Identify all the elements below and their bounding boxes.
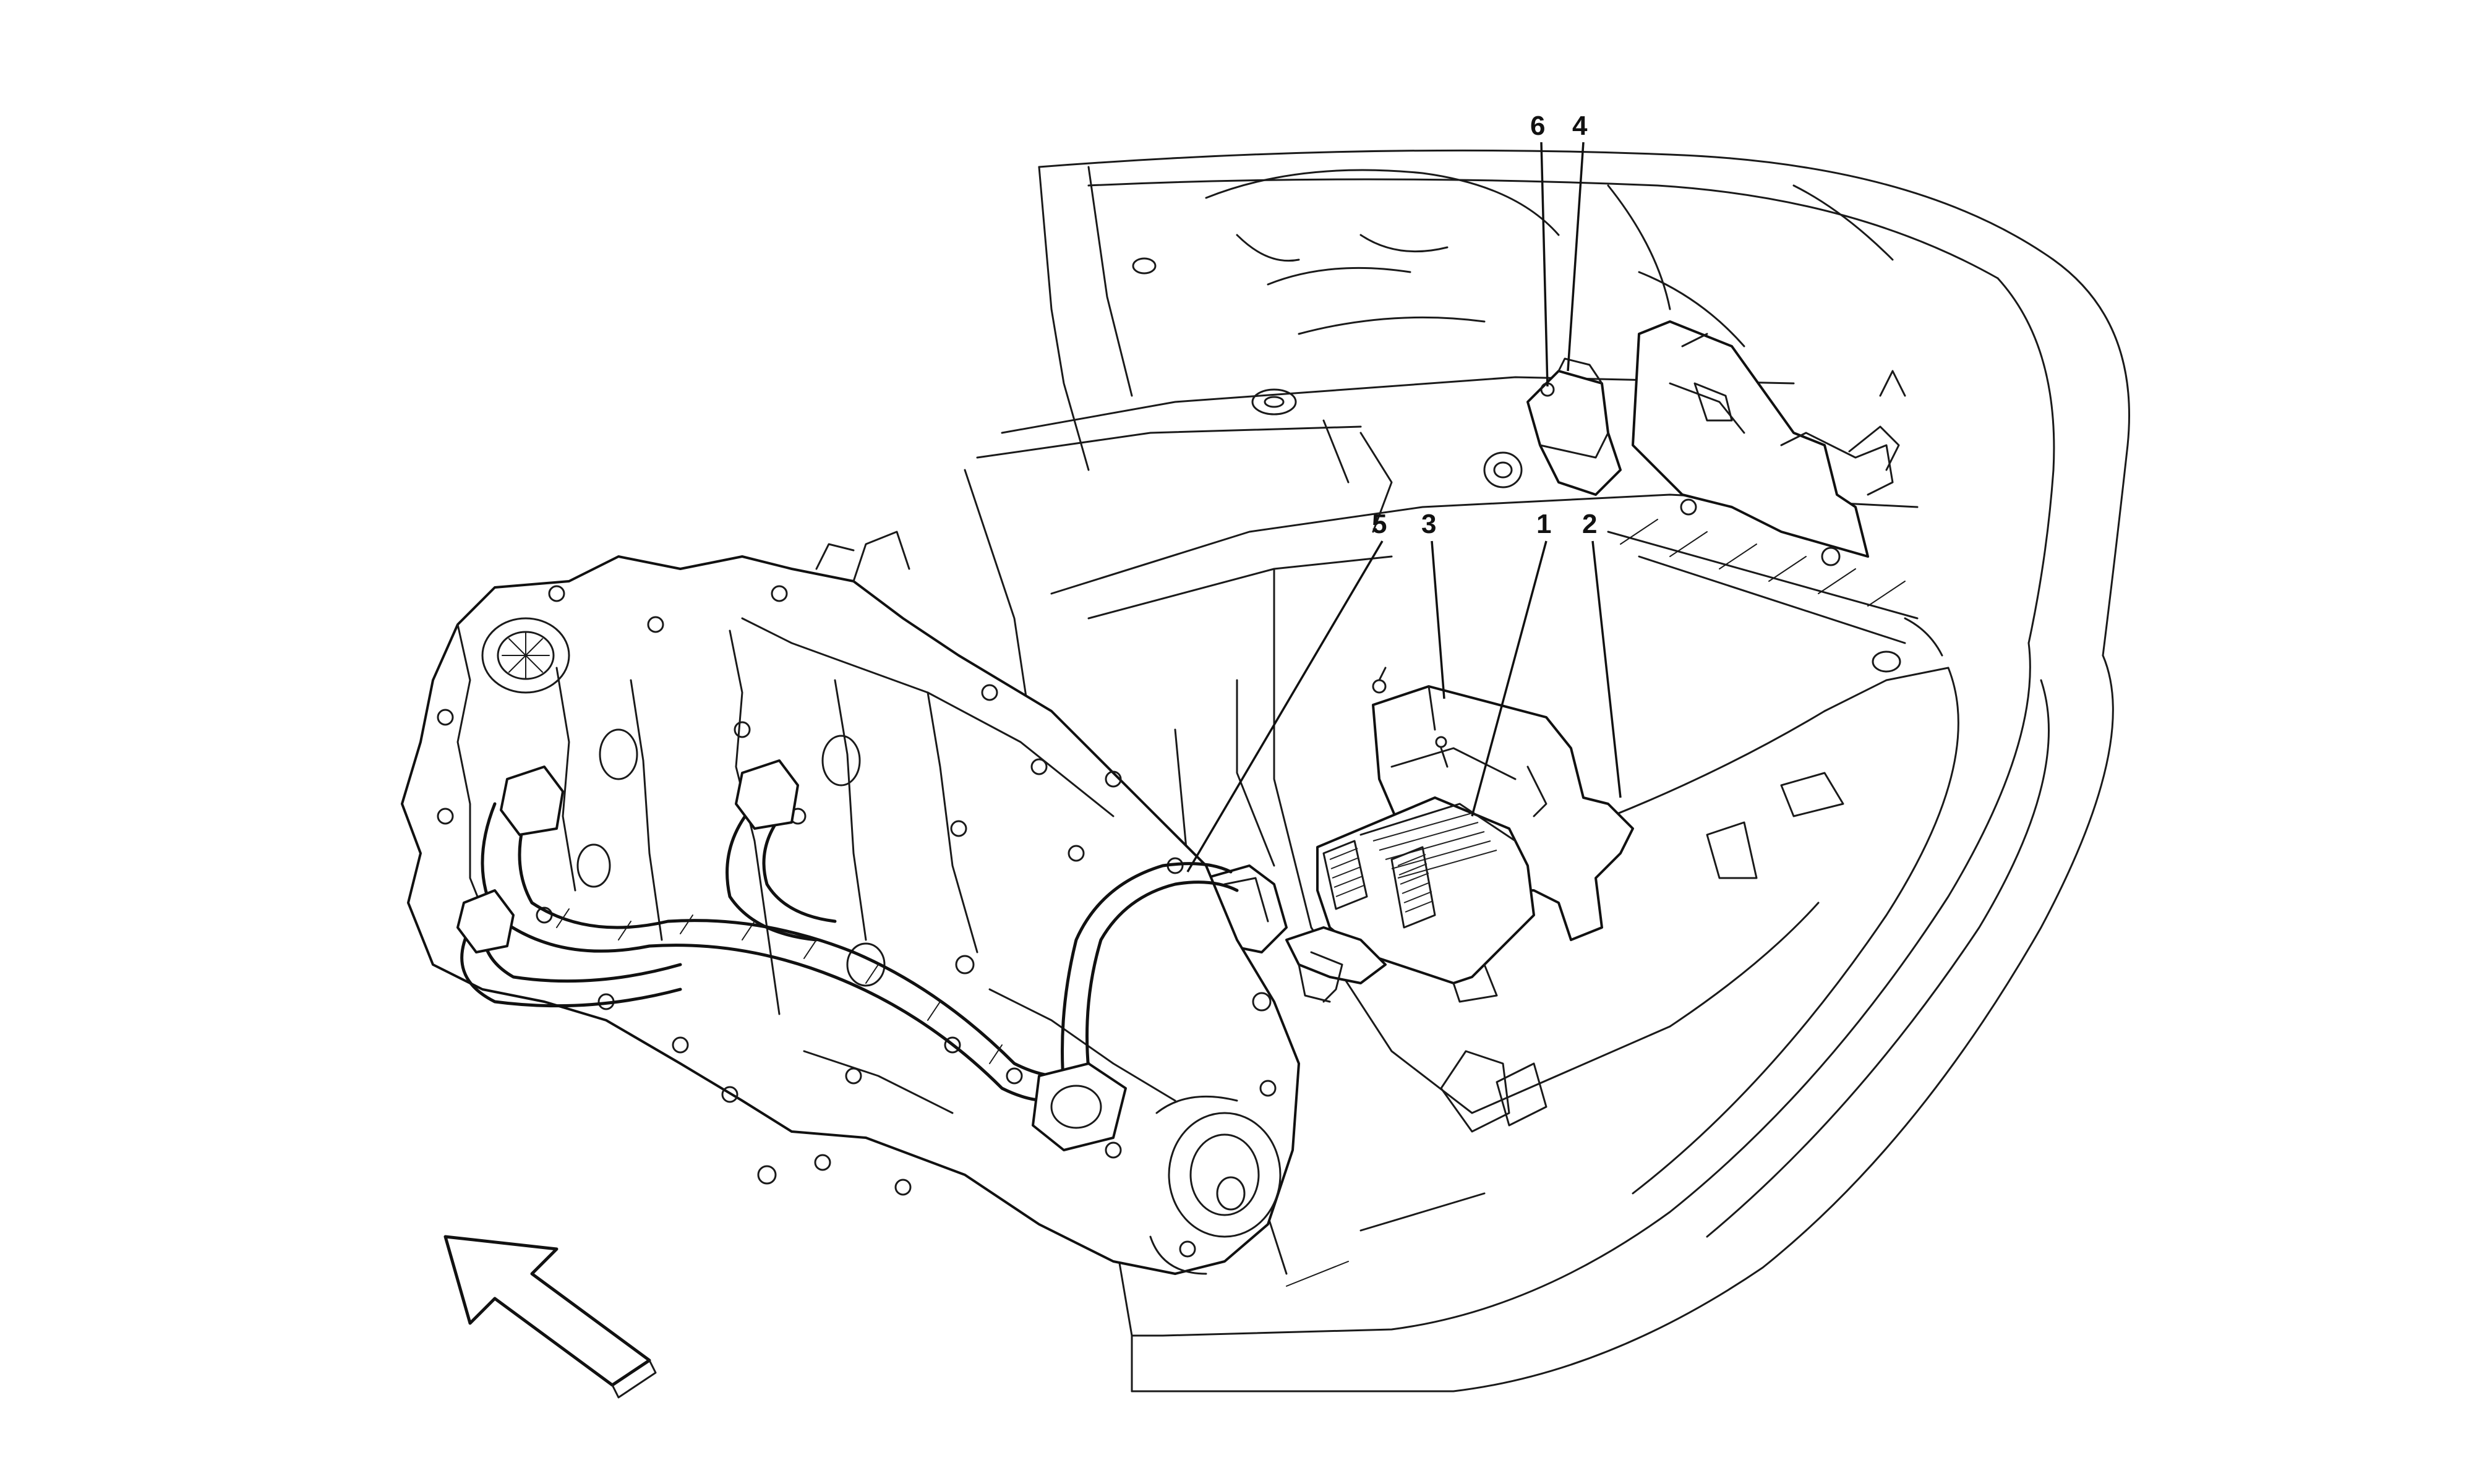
- callout-labels: 6 4 5 3 1 2: [1372, 111, 1597, 539]
- callout-3: 3: [1421, 509, 1436, 539]
- leader-2: [1591, 540, 1622, 798]
- callout-1: 1: [1536, 509, 1551, 539]
- leader-3: [1431, 540, 1445, 699]
- callout-leaders: [1186, 142, 1622, 872]
- upper-bracket-assembly: [1526, 320, 1906, 566]
- callout-4: 4: [1572, 111, 1588, 141]
- bolt-heads: [437, 585, 1277, 1258]
- leader-5: [1186, 540, 1384, 872]
- callout-2: 2: [1582, 509, 1597, 539]
- callout-5: 5: [1372, 509, 1387, 539]
- leader-1: [1471, 540, 1547, 817]
- transmission-ecu: [1316, 796, 1535, 1003]
- leader-4: [1567, 142, 1585, 372]
- front-direction-arrow-icon: [443, 1235, 657, 1399]
- leader-6: [1540, 142, 1549, 387]
- callout-6: 6: [1530, 111, 1545, 141]
- gearbox-assembly: [401, 531, 1300, 1275]
- wiring-harness: [456, 759, 1239, 1151]
